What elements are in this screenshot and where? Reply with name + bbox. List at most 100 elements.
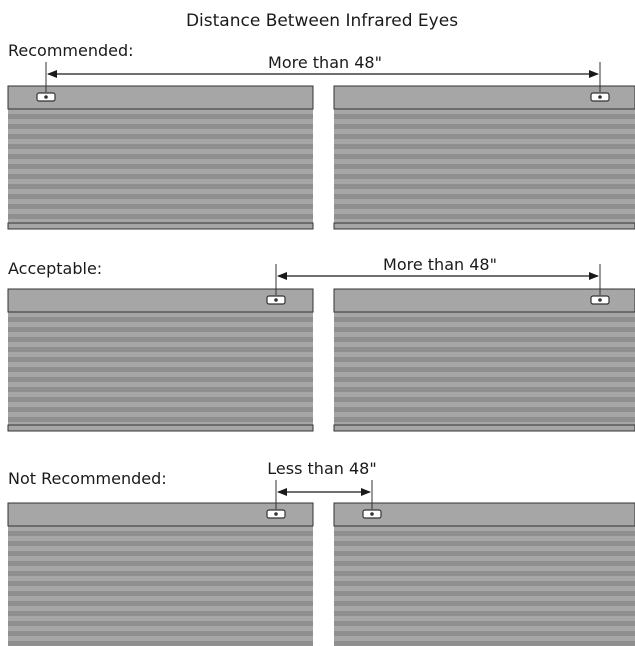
shade-stripe	[8, 561, 313, 566]
bottom-rail	[333, 222, 635, 230]
shade-stripe	[8, 124, 313, 129]
shade-stripe	[8, 611, 313, 616]
shade-stripe	[334, 189, 635, 194]
shade-stripe	[8, 357, 313, 362]
shade-stripe	[334, 119, 635, 124]
shade-stripe	[8, 601, 313, 606]
infrared-eye-lens	[44, 95, 48, 99]
shade-stripe	[334, 636, 635, 641]
shade-stripe	[334, 332, 635, 337]
shade-stripe	[334, 417, 635, 422]
shade-stripe	[8, 134, 313, 139]
shade-stripe	[334, 546, 635, 551]
shade-stripe	[8, 109, 313, 114]
shade-stripe	[8, 571, 313, 576]
section-label: Recommended:	[8, 41, 134, 60]
window-shade	[7, 288, 314, 432]
distance-label: Less than 48"	[267, 459, 376, 478]
shade-stripe	[334, 571, 635, 576]
shade-stripe	[8, 392, 313, 397]
shade-stripe	[334, 621, 635, 626]
window-shade	[7, 85, 314, 230]
shade-stripe	[334, 214, 635, 219]
shade-stripe	[8, 154, 313, 159]
shade-stripe	[334, 616, 635, 621]
shade-stripe	[8, 119, 313, 124]
shade-stripe	[334, 387, 635, 392]
shade-stripe	[334, 377, 635, 382]
shade-stripe	[334, 164, 635, 169]
shade-stripe	[8, 581, 313, 586]
shade-stripe	[8, 337, 313, 342]
shade-stripe	[334, 179, 635, 184]
bottom-rail	[7, 424, 314, 432]
shade-stripe	[8, 322, 313, 327]
shade-stripe	[334, 347, 635, 352]
shade-stripe	[334, 327, 635, 332]
shade-stripe	[334, 566, 635, 571]
shade-stripe	[334, 114, 635, 119]
infrared-eye-lens	[274, 512, 278, 516]
shade-stripe	[8, 541, 313, 546]
infrared-eye-lens	[598, 298, 602, 302]
shade-stripe	[334, 596, 635, 601]
window-shade	[333, 502, 635, 646]
shade-stripe	[8, 149, 313, 154]
shade-stripe	[8, 372, 313, 377]
shade-stripe	[334, 382, 635, 387]
shade-stripe	[8, 209, 313, 214]
shade-stripe	[334, 576, 635, 581]
section-recommended: Recommended:More than 48"	[7, 41, 635, 230]
shade-stripe	[8, 214, 313, 219]
section-label: Acceptable:	[8, 259, 102, 278]
shade-stripe	[334, 312, 635, 317]
shade-stripe	[334, 631, 635, 636]
shade-stripe	[8, 332, 313, 337]
shade-stripe	[8, 407, 313, 412]
shade-stripe	[334, 139, 635, 144]
shade-stripe	[334, 352, 635, 357]
shade-stripe	[334, 402, 635, 407]
shade-stripe	[8, 179, 313, 184]
shade-stripe	[334, 209, 635, 214]
shade-stripe	[8, 402, 313, 407]
shade-stripe	[8, 531, 313, 536]
shade-stripe	[8, 139, 313, 144]
shade-stripe	[334, 337, 635, 342]
shade-stripe	[8, 546, 313, 551]
infrared-eye-icon	[266, 295, 286, 305]
shade-stripe	[8, 536, 313, 541]
shade-stripe	[8, 204, 313, 209]
shade-stripe	[8, 169, 313, 174]
shade-stripe	[8, 606, 313, 611]
shade-stripe	[334, 129, 635, 134]
shade-stripe	[334, 367, 635, 372]
shade-stripe	[334, 134, 635, 139]
headrail	[333, 502, 635, 527]
shade-stripe	[334, 144, 635, 149]
shade-stripe	[8, 591, 313, 596]
shade-stripe	[334, 372, 635, 377]
shade-stripe	[8, 312, 313, 317]
shade-stripe	[334, 536, 635, 541]
shade-stripe	[8, 616, 313, 621]
shade-stripe	[334, 541, 635, 546]
shade-stripe	[334, 412, 635, 417]
shade-stripe	[334, 581, 635, 586]
shade-stripe	[334, 149, 635, 154]
shade-stripe	[8, 417, 313, 422]
shade-stripe	[334, 199, 635, 204]
shade-stripe	[334, 392, 635, 397]
shade-stripe	[334, 531, 635, 536]
shade-stripe	[8, 556, 313, 561]
shade-stripe	[334, 591, 635, 596]
shade-stripe	[334, 526, 635, 531]
headrail	[333, 85, 635, 110]
section-acceptable: Acceptable: More than 48"	[7, 255, 635, 432]
window-shade	[7, 502, 314, 646]
infrared-eye-icon	[590, 295, 610, 305]
shade-stripe	[8, 347, 313, 352]
distance-label: More than 48"	[383, 255, 497, 274]
infrared-eye-icon	[266, 509, 286, 519]
shade-stripe	[334, 611, 635, 616]
